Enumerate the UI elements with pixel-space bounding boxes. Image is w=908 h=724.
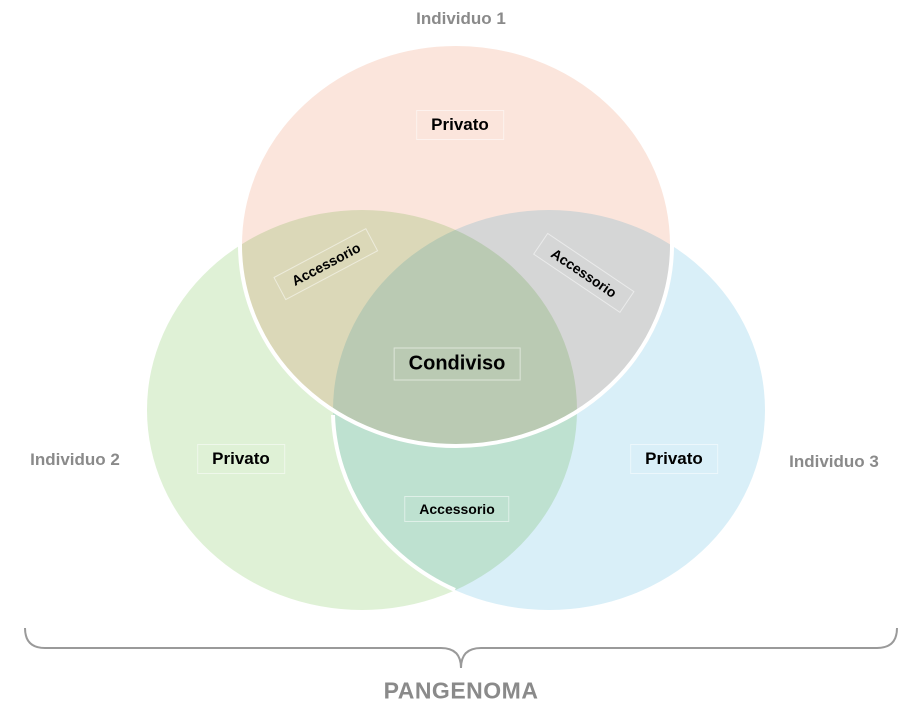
shared-label: Condiviso <box>393 347 521 381</box>
circle-individuo-3 <box>333 210 765 610</box>
label-individuo-2: Individuo 2 <box>30 450 120 469</box>
label-individuo-1: Individuo 1 <box>416 9 506 28</box>
accessory-label-2-3: Accessorio <box>404 496 510 522</box>
label-individuo-3: Individuo 3 <box>789 452 879 471</box>
private-label-2: Privato <box>197 444 285 474</box>
private-label-3: Privato <box>630 444 718 474</box>
pangenome-label: PANGENOMA <box>383 677 539 704</box>
circle-outline-2-inner <box>331 414 456 592</box>
circle-outline-1 <box>238 42 674 448</box>
private-label-1: Privato <box>416 110 504 140</box>
brace <box>24 627 898 669</box>
